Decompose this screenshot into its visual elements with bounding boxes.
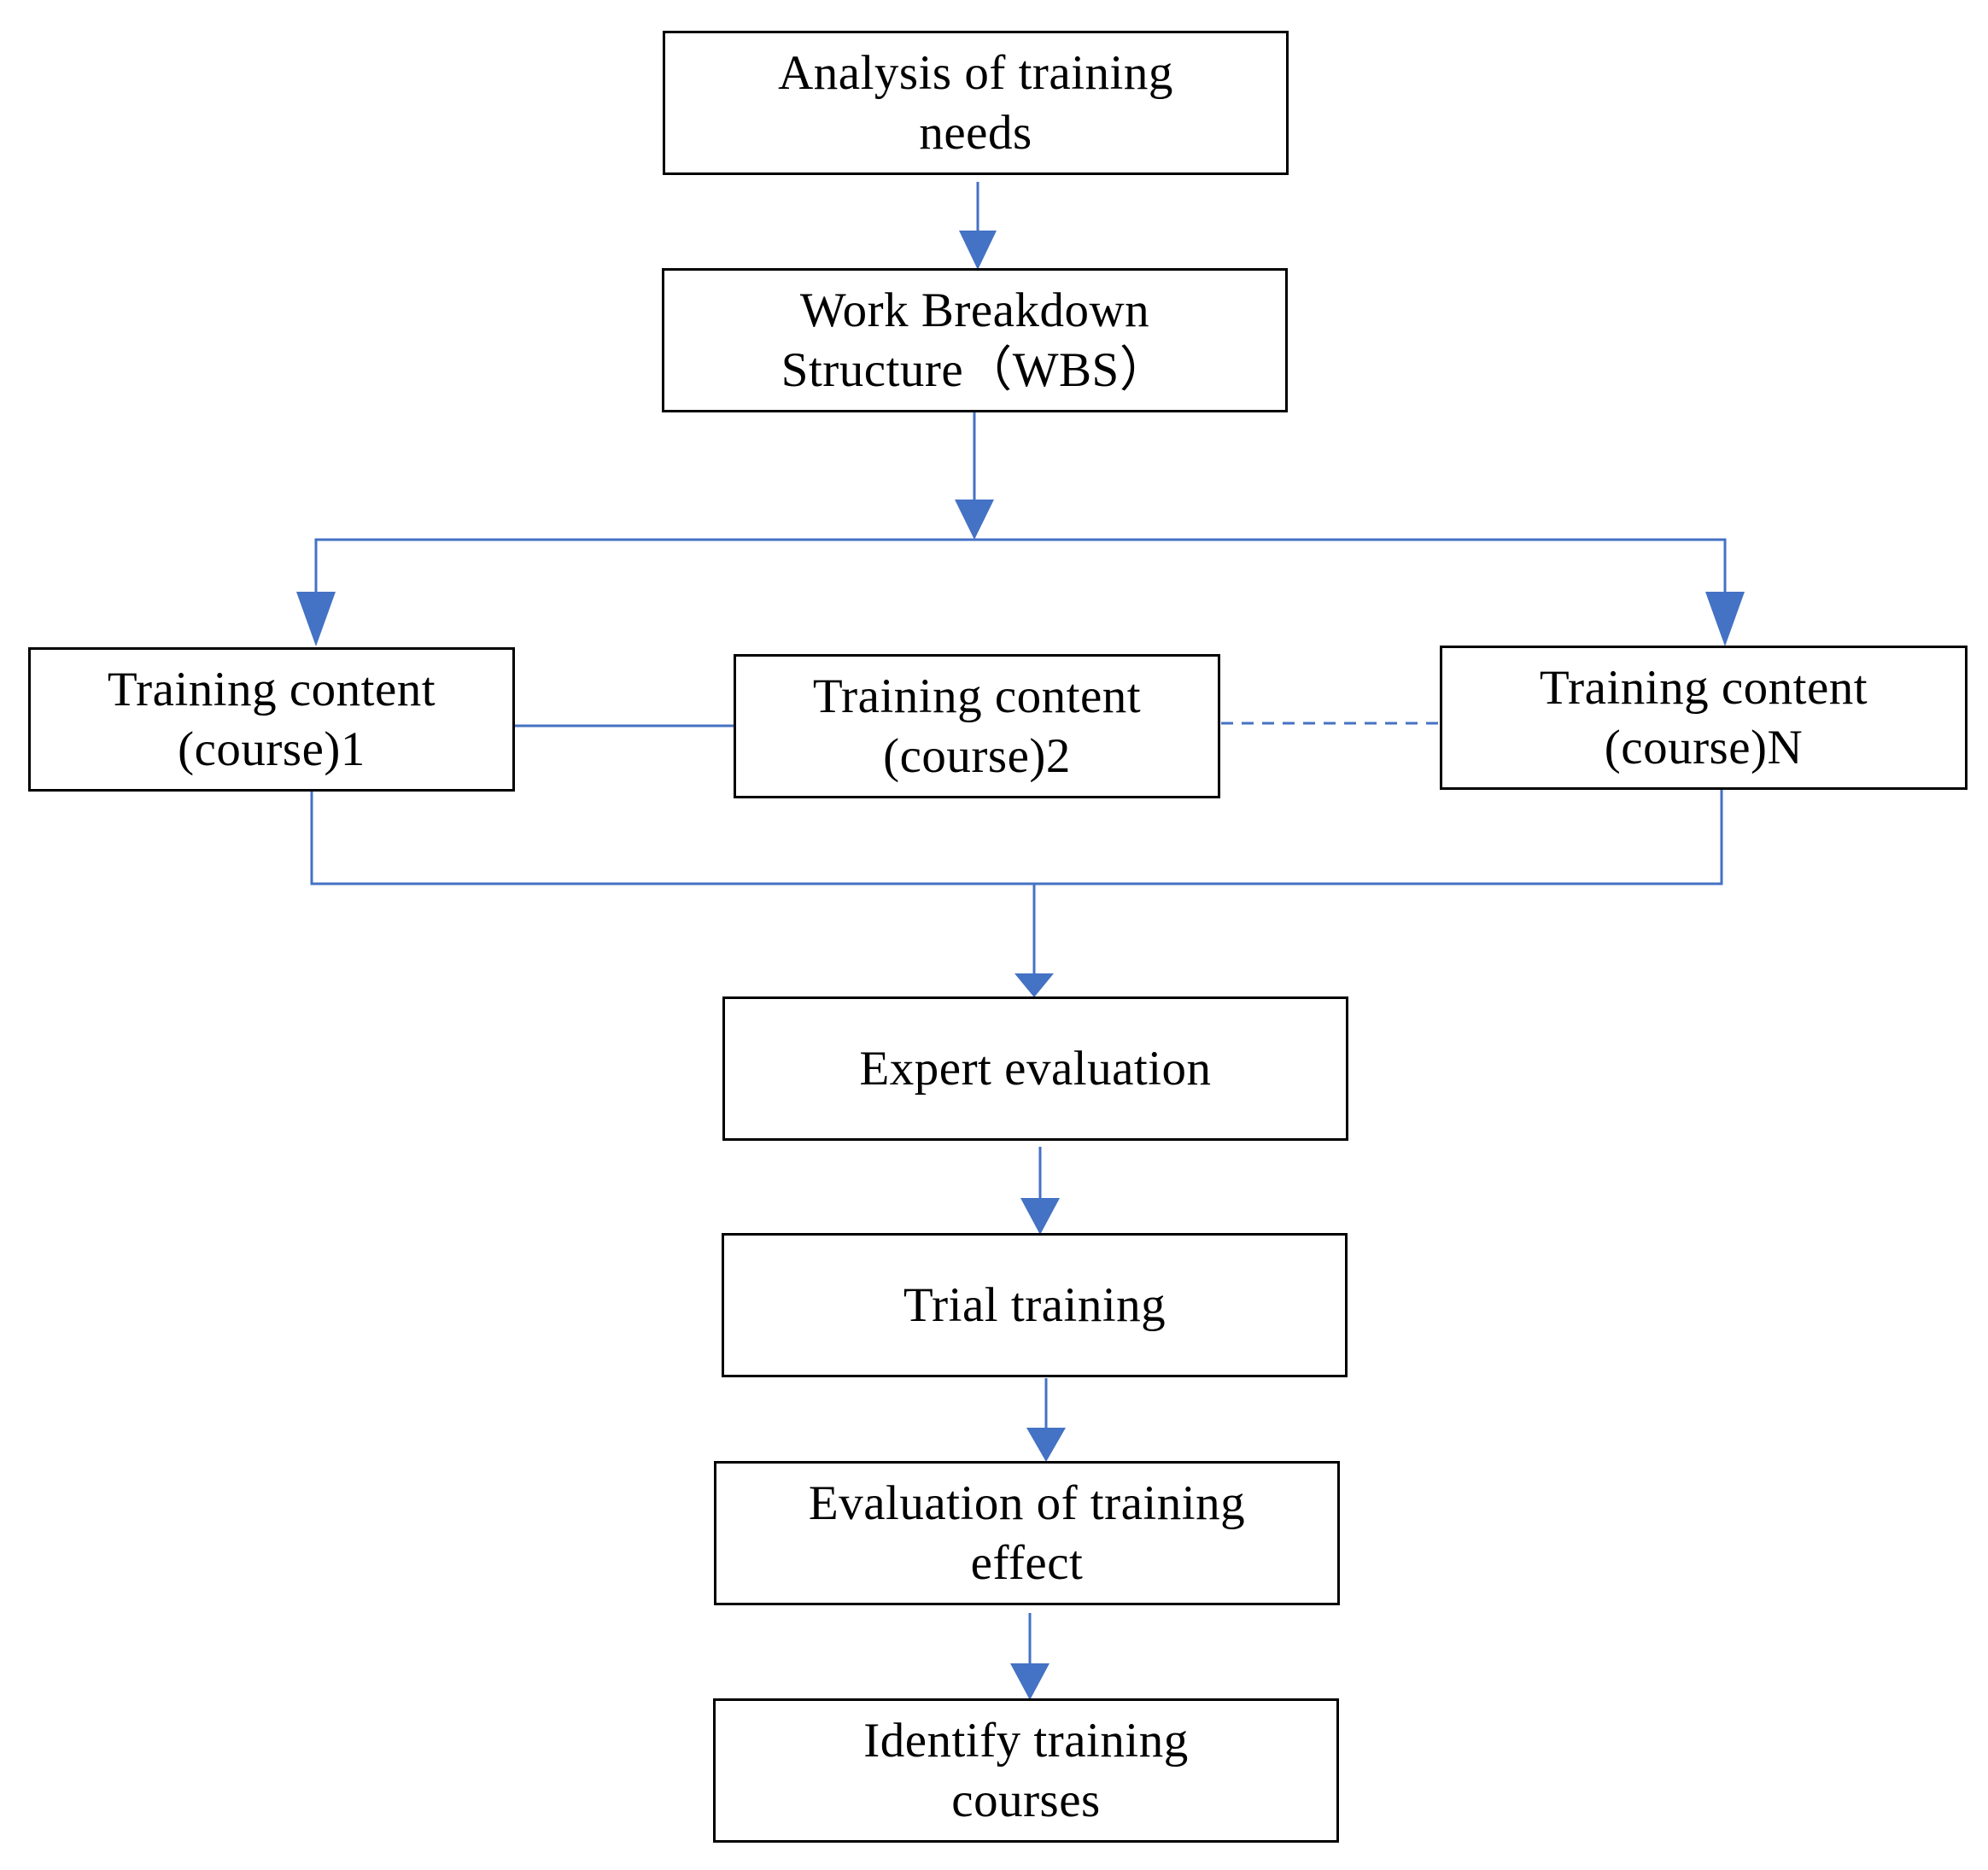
node-training-content-1: Training content (course)1 [28, 647, 515, 792]
node-work-breakdown-structure: Work Breakdown Structure（WBS） [662, 268, 1288, 412]
node-label-line: Training content [107, 662, 436, 716]
node-trial-training: Trial training [722, 1233, 1348, 1377]
node-label-line: (course)N [1604, 720, 1804, 774]
arrowhead-branch [955, 500, 994, 540]
connector-branch-bar [314, 538, 1727, 592]
node-expert-evaluation: Expert evaluation [722, 996, 1348, 1141]
arrowhead-trial [1020, 1198, 1060, 1235]
node-evaluation-of-training-effect: Evaluation of training effect [714, 1461, 1340, 1605]
arrowhead-content1 [296, 592, 336, 646]
node-training-content-n: Training content (course)N [1440, 646, 1968, 790]
node-identify-training-courses: Identify training courses [713, 1698, 1339, 1843]
node-label-line: Work Breakdown [799, 283, 1150, 337]
arrowhead-wbs [959, 231, 997, 270]
node-label-line: needs [919, 105, 1032, 160]
node-label-line: Expert evaluation [859, 1041, 1212, 1096]
node-label-line: Training content [812, 669, 1142, 723]
arrowhead-contentN [1705, 592, 1745, 646]
node-label-line: Structure（WBS） [781, 342, 1169, 397]
arrowhead-effect [1026, 1428, 1066, 1462]
node-label-line: Identify training [863, 1713, 1189, 1768]
arrowhead-expert [1014, 973, 1054, 997]
node-analysis-of-training-needs: Analysis of training needs [663, 31, 1289, 175]
node-label-line: Trial training [903, 1277, 1166, 1332]
node-label-line: (course)2 [883, 728, 1071, 783]
connector-merge-bar [310, 788, 1723, 885]
node-label-line: effect [970, 1535, 1084, 1590]
node-label-line: (course)1 [178, 722, 365, 776]
node-label-line: Analysis of training [778, 45, 1173, 100]
node-label-line: courses [951, 1773, 1101, 1827]
arrowhead-identify [1010, 1663, 1050, 1700]
node-label-line: Training content [1539, 660, 1868, 715]
node-training-content-2: Training content (course)2 [734, 654, 1220, 798]
node-label-line: Evaluation of training [808, 1476, 1246, 1530]
